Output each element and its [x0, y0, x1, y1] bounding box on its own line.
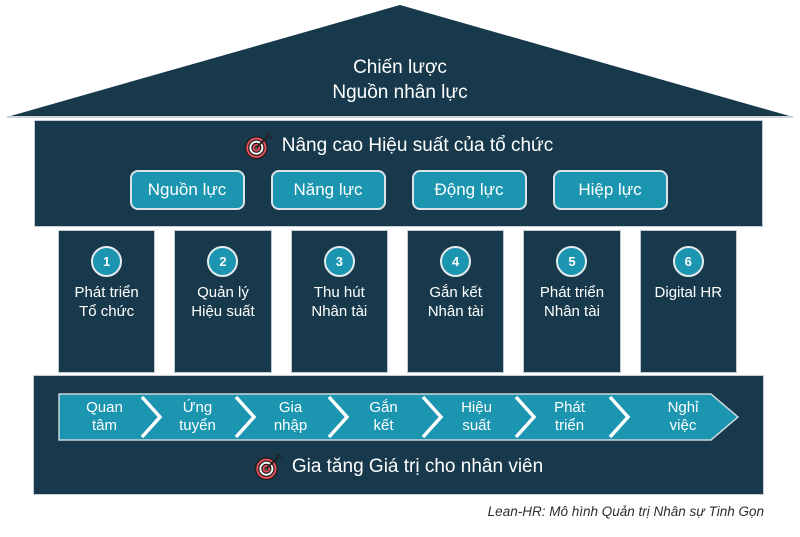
pillar-phat-trien-to-chuc: 1 Phát triển Tổ chức: [58, 230, 156, 373]
pillar-label-line1: Quản lý: [197, 284, 249, 301]
pillars-row: 1 Phát triển Tổ chức 2 Quản lý Hiệu suất…: [58, 230, 737, 373]
pillar-label-line2: Tổ chức: [79, 302, 135, 320]
step-line1: Ứng: [182, 398, 213, 416]
organization-performance-band: Nâng cao Hiệu suất của tổ chức Nguồn lực…: [34, 120, 763, 227]
org-goal-row: Nâng cao Hiệu suất của tổ chức: [35, 127, 762, 165]
step-line1: Nghỉ: [667, 398, 699, 416]
step-line2: suất: [462, 417, 491, 434]
target-icon: [254, 453, 283, 481]
pillar-number-badge: 6: [672, 246, 704, 277]
journey-step-ung-tuyen: Ứng tuyển: [151, 393, 244, 441]
step-line1: Phát: [554, 398, 585, 416]
pillar-number-badge: 2: [207, 246, 239, 277]
pillar-phat-trien-nhan-tai: 5 Phát triển Nhân tài: [523, 230, 621, 373]
pillar-label: Phát triển Tổ chức: [75, 284, 139, 322]
step-line2: kết: [373, 417, 394, 434]
step-line1: Quan: [86, 398, 123, 416]
pillar-label-line1: Digital HR: [654, 284, 723, 301]
button-nang-luc: Năng lực: [270, 170, 386, 210]
step-line2: việc: [669, 417, 697, 434]
pillar-label: Digital HR: [655, 284, 723, 303]
pillar-label: Quản lý Hiệu suất: [191, 284, 254, 322]
roof-base-divider: [7, 116, 793, 118]
employee-value-band: Quan tâm Ứng tuyển Gia nhập Gắn kết Hiệu: [33, 375, 764, 495]
roof-title-line1: Chiến lược: [353, 56, 447, 78]
step-line1: Hiệu: [461, 398, 492, 416]
journey-step-quan-tam: Quan tâm: [58, 393, 151, 441]
pillar-label: Phát triển Nhân tài: [540, 284, 604, 322]
pillar-label-line2: Hiệu suất: [191, 302, 255, 320]
pillar-label-line1: Phát triển: [74, 284, 139, 301]
step-line1: Gia: [278, 398, 303, 416]
journey-arrow-graphic: [58, 393, 740, 441]
journey-step-gan-ket: Gắn kết: [337, 393, 430, 441]
pillar-label-line2: Nhân tài: [427, 302, 484, 320]
button-hiep-luc: Hiệp lực: [552, 170, 668, 210]
roof-strategy: Chiến lược Nguồn nhân lực: [7, 5, 793, 117]
journey-steps: Quan tâm Ứng tuyển Gia nhập Gắn kết Hiệu: [58, 393, 740, 441]
pillar-label-line1: Thu hút: [313, 284, 365, 301]
pillar-label-line2: Nhân tài: [311, 302, 368, 320]
diagram-caption: Lean-HR: Mô hình Quản trị Nhân sự Tinh G…: [487, 504, 764, 519]
pillar-number-badge: 5: [556, 246, 588, 277]
journey-step-hieu-suat: Hiệu suất: [430, 393, 523, 441]
button-dong-luc: Động lực: [411, 170, 527, 210]
step-line1: Gắn: [369, 398, 398, 416]
pillar-thu-hut-nhan-tai: 3 Thu hút Nhân tài: [290, 230, 388, 373]
pillar-number-badge: 3: [323, 246, 355, 277]
journey-step-gia-nhap: Gia nhập: [244, 393, 337, 441]
pillar-digital-hr: 6 Digital HR: [639, 230, 737, 373]
pillar-number-badge: 1: [91, 246, 123, 277]
step-line2: tâm: [91, 417, 117, 434]
journey-step-phat-trien: Phát triển: [523, 393, 616, 441]
step-line2: triển: [554, 417, 585, 434]
button-nguon-luc: Nguồn lực: [129, 170, 245, 210]
employee-journey-strip: Quan tâm Ứng tuyển Gia nhập Gắn kết Hiệu: [58, 393, 740, 441]
pillar-label-line2: Nhân tài: [544, 302, 600, 320]
pillar-quan-ly-hieu-suat: 2 Quản lý Hiệu suất: [174, 230, 272, 373]
employee-goal-label: Gia tăng Giá trị cho nhân viên: [291, 456, 544, 477]
target-icon: [244, 132, 273, 160]
pillar-label: Gắn kết Nhân tài: [428, 284, 484, 322]
pillar-number-badge: 4: [440, 246, 472, 277]
capability-buttons-row: Nguồn lực Năng lực Động lực Hiệp lực: [35, 170, 762, 210]
step-line2: tuyển: [179, 417, 216, 434]
roof-title: Chiến lược Nguồn nhân lực: [332, 55, 467, 117]
pillar-label-line1: Phát triển: [539, 284, 605, 301]
roof-title-line2: Nguồn nhân lực: [332, 81, 468, 103]
step-line2: nhập: [273, 417, 308, 434]
employee-goal-row: Gia tăng Giá trị cho nhân viên: [34, 448, 763, 486]
pillar-label: Thu hút Nhân tài: [311, 284, 367, 322]
pillar-gan-ket-nhan-tai: 4 Gắn kết Nhân tài: [406, 230, 505, 373]
org-goal-label: Nâng cao Hiệu suất của tổ chức: [281, 135, 554, 156]
journey-step-nghi-viec: Nghỉ việc: [616, 393, 740, 441]
pillar-label-line1: Gắn kết: [429, 284, 482, 301]
